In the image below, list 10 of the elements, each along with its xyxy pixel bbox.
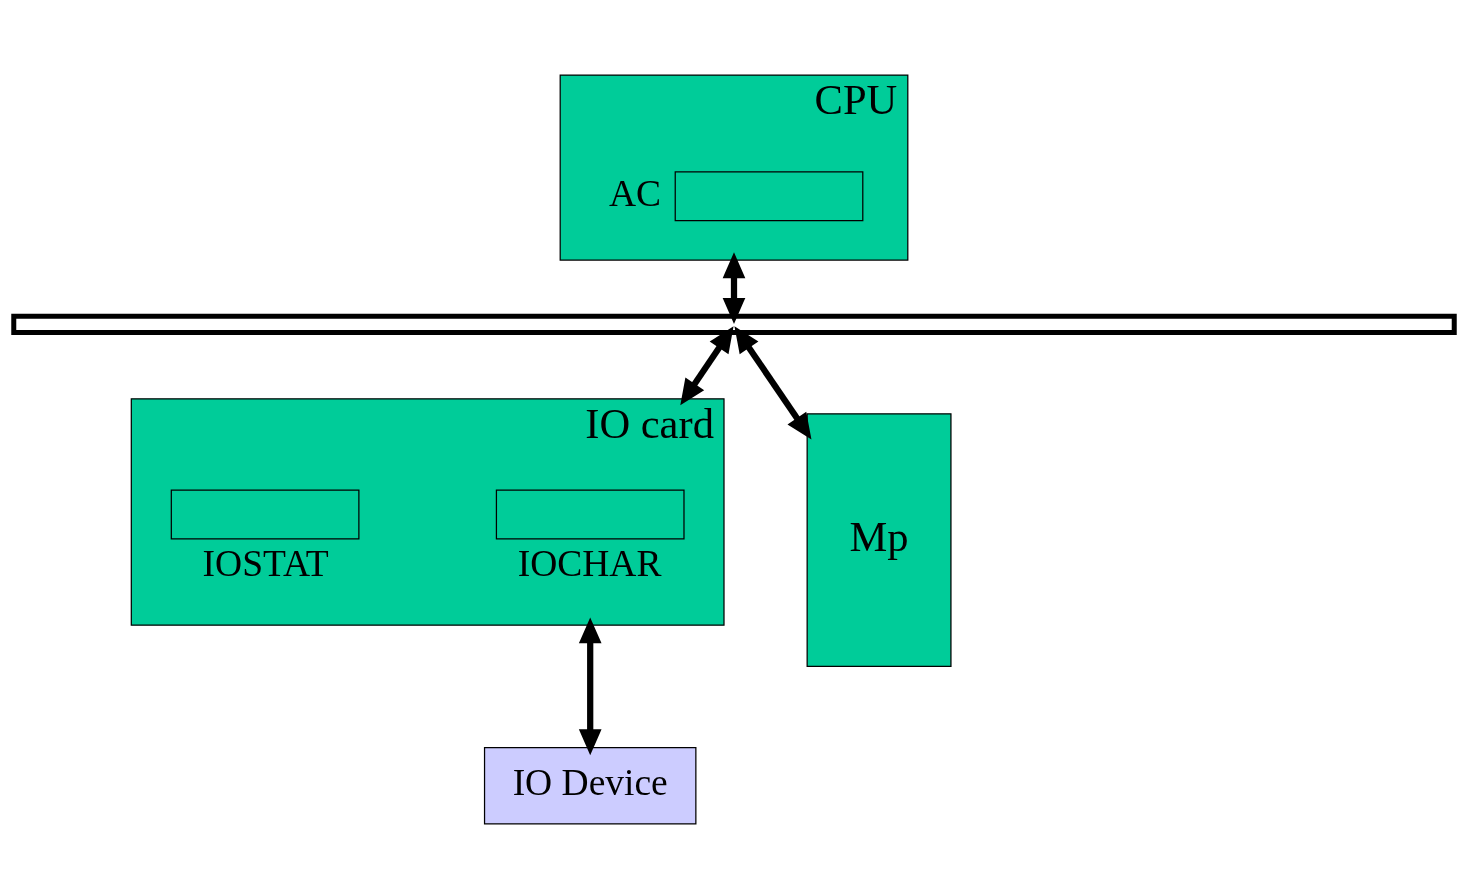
node-label: AC — [608, 172, 662, 214]
node-label: IOSTAT — [202, 542, 329, 584]
node-label: IOCHAR — [517, 542, 662, 584]
arrow — [578, 616, 602, 755]
node-box: Mp — [806, 412, 952, 667]
arrow — [722, 251, 746, 324]
node-bar — [11, 313, 1457, 335]
node-box: IO Device — [483, 746, 697, 825]
arrow — [680, 325, 734, 405]
arrow — [734, 325, 812, 440]
